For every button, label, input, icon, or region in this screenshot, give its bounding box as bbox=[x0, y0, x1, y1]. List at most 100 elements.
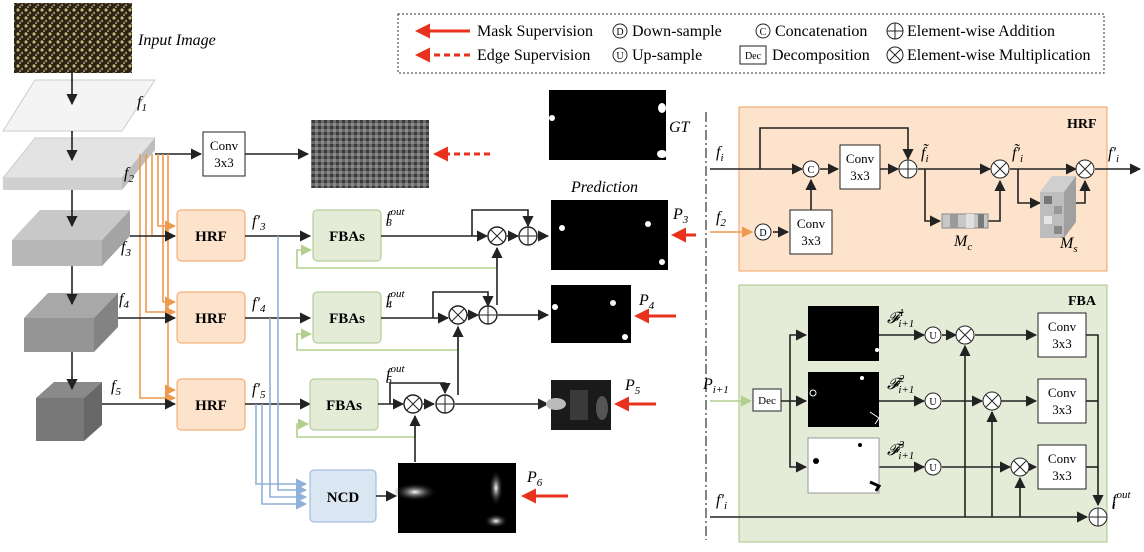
spatial-mask-ms bbox=[1040, 176, 1076, 238]
channel-mask-mc bbox=[941, 213, 989, 229]
svg-text:Conv: Conv bbox=[1048, 385, 1077, 400]
fba-conv-2: Conv 3x3 bbox=[1037, 378, 1087, 424]
hrf4-label: HRF bbox=[195, 311, 227, 327]
legend-concatenation: Concatenation bbox=[775, 23, 867, 40]
decomposition-icon bbox=[739, 45, 767, 65]
fba-mul-icon-3 bbox=[1010, 457, 1030, 477]
fbas3-label: FBAs bbox=[329, 229, 365, 245]
svg-text:Conv: Conv bbox=[846, 151, 875, 166]
hrf-block-4: HRF bbox=[176, 291, 246, 344]
row4-mul-icon bbox=[448, 305, 468, 325]
hrf-fi-label: fi bbox=[716, 144, 724, 164]
input-image-label: Input Image bbox=[137, 32, 216, 49]
edge-conv-label-1: Conv bbox=[210, 138, 239, 153]
f5-label: f5 bbox=[111, 378, 121, 398]
fba-add-icon bbox=[1088, 507, 1108, 527]
row4-add-icon bbox=[478, 305, 498, 325]
fbas5-label: FBAs bbox=[326, 398, 362, 414]
svg-text:U: U bbox=[929, 397, 937, 408]
ncd-label: NCD bbox=[327, 490, 360, 506]
hrf-mc-label: Mc bbox=[953, 233, 972, 253]
legend-mask-supervision: Mask Supervision bbox=[477, 23, 593, 40]
down-sample-glyph: D bbox=[616, 27, 623, 38]
fba-detail-panel: FBA Pi+1 Dec bbox=[702, 284, 1131, 543]
svg-text:Dec: Dec bbox=[758, 395, 776, 407]
fba-mul-icon-2 bbox=[982, 391, 1002, 411]
p5-label: P5 bbox=[624, 377, 641, 397]
p5-map-image bbox=[546, 380, 611, 430]
concatenation-glyph: C bbox=[760, 27, 767, 38]
feature-to-hrf-arrows bbox=[102, 230, 177, 410]
legend-up-sample: Up-sample bbox=[632, 47, 702, 64]
svg-text:3x3: 3x3 bbox=[1052, 468, 1072, 483]
svg-text:C: C bbox=[808, 165, 815, 176]
backbone: Input Image f1 f2 f3 f4 f5 bbox=[1, 3, 216, 441]
feature-layer-f1 bbox=[2, 79, 156, 132]
hrf-add-icon bbox=[898, 159, 918, 179]
svg-text:U: U bbox=[929, 331, 937, 342]
hrf-panel-arrows bbox=[710, 127, 1142, 238]
svg-text:Conv: Conv bbox=[1048, 319, 1077, 334]
hrf5-label: HRF bbox=[195, 398, 227, 414]
hrf-concat-icon: C bbox=[802, 160, 820, 178]
hrf3-label: HRF bbox=[195, 229, 227, 245]
element-mul-icon bbox=[886, 46, 904, 64]
svg-text:U: U bbox=[929, 463, 937, 474]
row5-mul-icon bbox=[403, 394, 423, 414]
svg-text:Conv: Conv bbox=[1048, 451, 1077, 466]
hrf-block-3: HRF bbox=[176, 209, 246, 262]
fbas4-label: FBAs bbox=[329, 311, 365, 327]
down-sample-icon bbox=[612, 23, 628, 39]
feature-layer-f5-side bbox=[36, 398, 84, 441]
p6-map-image bbox=[393, 463, 516, 533]
feature-layer-f2-edge bbox=[122, 138, 155, 190]
ncd-blue-connections bbox=[255, 236, 308, 510]
svg-text:Conv: Conv bbox=[797, 216, 826, 231]
fba-conv-1: Conv 3x3 bbox=[1037, 312, 1087, 358]
edge-conv-block bbox=[202, 131, 246, 177]
svg-text:3x3: 3x3 bbox=[1052, 336, 1072, 351]
svg-text:3x3: 3x3 bbox=[801, 233, 821, 248]
fba-map-2 bbox=[808, 372, 880, 427]
f3-prime-label: f′3 bbox=[252, 213, 266, 233]
legend-down-sample: Down-sample bbox=[632, 23, 722, 40]
legend-edge-supervision: Edge Supervision bbox=[477, 47, 590, 64]
row3-operators bbox=[381, 209, 550, 242]
p3-label: P3 bbox=[672, 206, 689, 226]
p4-label: P4 bbox=[638, 292, 655, 312]
fba-dec-icon: Dec bbox=[752, 388, 782, 412]
row5-operators bbox=[378, 325, 550, 462]
hrf-detail-panel: HRF fi f2 C D Conv bbox=[710, 106, 1142, 272]
hrf-ms-label: Ms bbox=[1059, 235, 1078, 255]
f2-label: f2 bbox=[124, 165, 134, 185]
fbas-block-4: FBAs bbox=[312, 291, 382, 344]
legend: Mask Supervision Edge Supervision D Down… bbox=[397, 13, 1105, 74]
f4-prime-label: f′4 bbox=[252, 295, 266, 315]
row3-add-icon bbox=[518, 226, 538, 246]
gt-image bbox=[549, 90, 667, 160]
hrf-down-icon: D bbox=[754, 223, 772, 241]
p3-map-image bbox=[551, 200, 668, 270]
decomposition-glyph: Dec bbox=[745, 51, 762, 62]
f1-label: f1 bbox=[137, 94, 147, 114]
row4-operators bbox=[381, 246, 550, 324]
legend-element-add: Element-wise Addition bbox=[907, 23, 1055, 40]
f3-label: f3 bbox=[121, 239, 131, 259]
fba-map-3 bbox=[807, 437, 882, 494]
f4-label: f4 bbox=[119, 291, 129, 311]
feature-layer-f4 bbox=[24, 293, 118, 318]
feature-layer-f4-edge bbox=[94, 293, 118, 352]
hrf-panel-title: HRF bbox=[1067, 117, 1097, 132]
up-sample-icon bbox=[612, 47, 628, 63]
svg-text:D: D bbox=[759, 228, 766, 239]
svg-text:3x3: 3x3 bbox=[850, 168, 870, 183]
hrf-f2-label: f2 bbox=[716, 209, 726, 229]
feature-layer-f2-side bbox=[3, 178, 122, 190]
row3-mul-icon bbox=[487, 226, 507, 246]
feature-layer-f3-edge bbox=[102, 210, 130, 266]
